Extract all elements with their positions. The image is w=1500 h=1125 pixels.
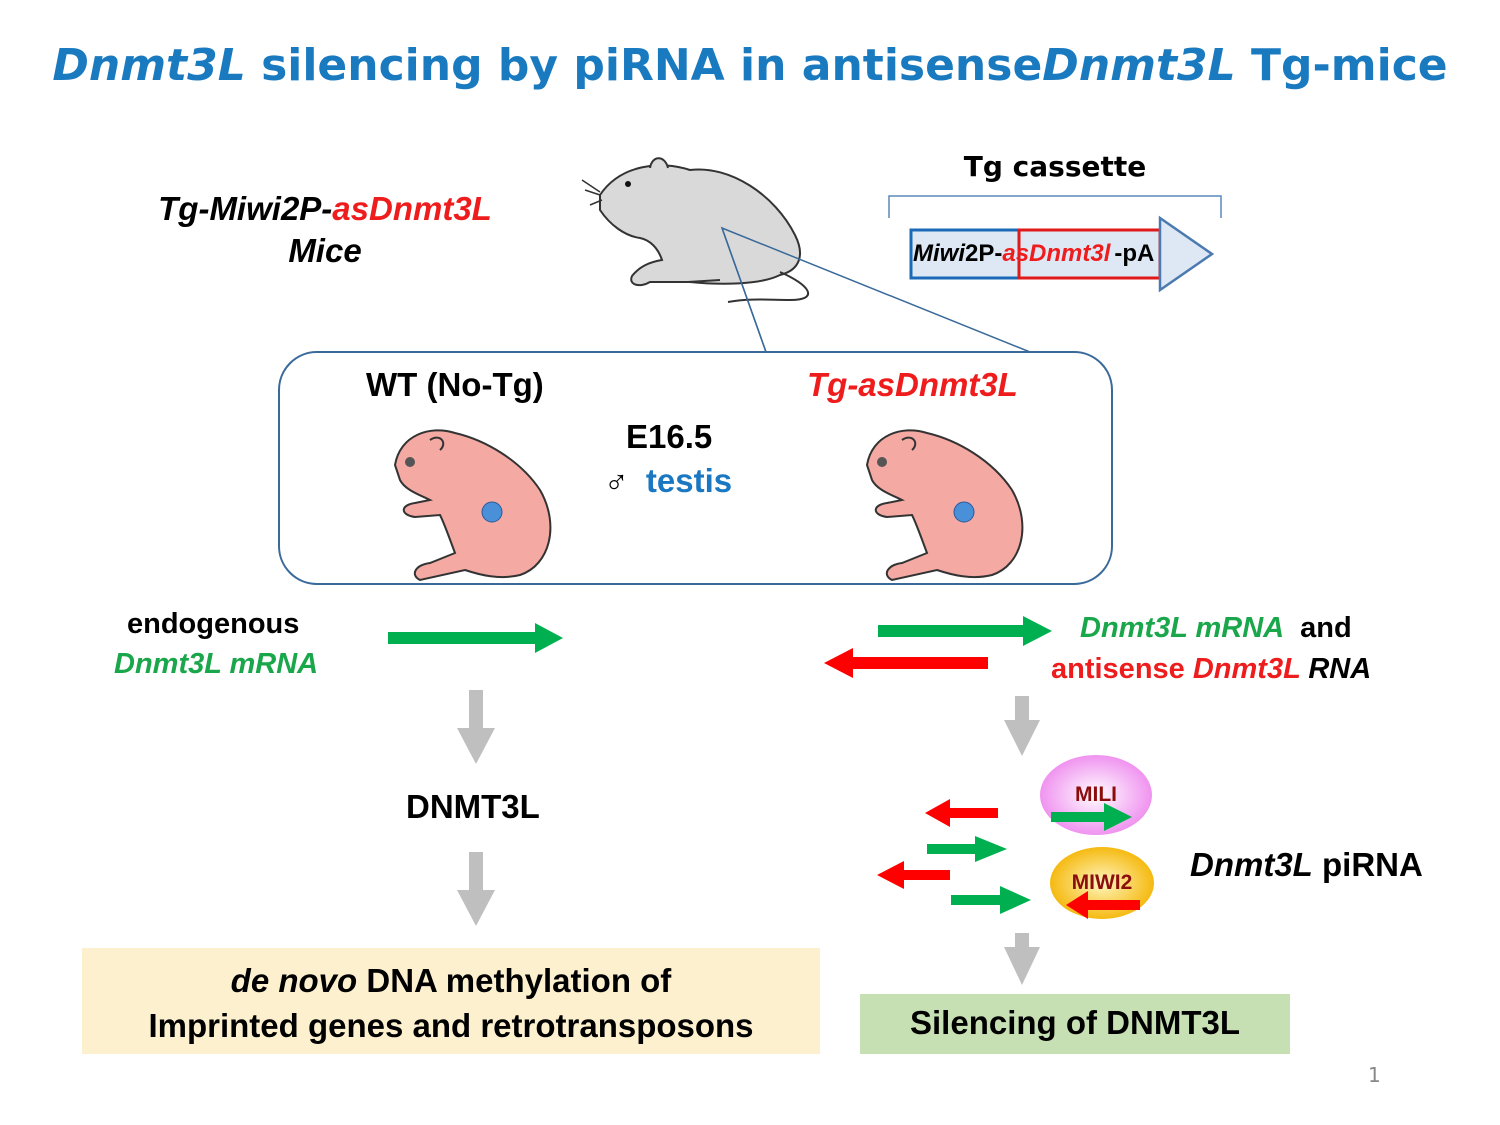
wt-label: WT (No-Tg): [366, 366, 544, 403]
antisense-label: antisense: [1051, 653, 1193, 685]
methylation-text: DNA methylation of: [357, 962, 672, 999]
tissue-text: testis: [645, 462, 733, 499]
down-arrow-2: [457, 852, 495, 926]
promoter-italic: Miwi: [913, 240, 965, 267]
rna-label: RNA: [1300, 653, 1372, 685]
slide-title: Dnmt3L silencing by piRNA in antisenseDn…: [0, 40, 1500, 91]
sense-mrna-label: Dnmt3L mRNA: [1080, 612, 1285, 644]
silencing-outcome-box: Silencing of DNMT3L: [860, 994, 1290, 1054]
title-text-2: Tg-mice: [1235, 40, 1448, 91]
down-arrow-1: [457, 690, 495, 764]
title-gene-2: Dnmt3L: [1042, 40, 1236, 91]
mouse-strain-label: Tg-Miwi2P-asDnmt3L Mice: [120, 188, 530, 272]
tg-label: Tg-asDnmt3L: [807, 366, 1018, 403]
methylation-outcome-box: de novo DNA methylation of Imprinted gen…: [82, 948, 820, 1054]
right-rna-label-line2: antisense Dnmt3L RNA: [1051, 653, 1371, 686]
protein-label: DNMT3L: [406, 788, 540, 825]
down-arrow-3: [1004, 696, 1040, 756]
wt-embryo-icon: [393, 429, 552, 582]
polya-arrow: [1158, 215, 1215, 293]
de-novo-text: de novo: [230, 962, 358, 999]
pirna-gene: Dnmt3L: [1190, 846, 1313, 883]
polya-label: -pA: [1114, 240, 1155, 267]
tissue-label: ♂ testis: [604, 462, 732, 500]
strain-suffix: Mice: [288, 232, 362, 269]
mili-label: MILI: [1075, 783, 1117, 806]
pirna-text: piRNA: [1312, 846, 1423, 883]
pirna-label: Dnmt3L piRNA: [1190, 846, 1423, 884]
silencing-text: Silencing of DNMT3L: [910, 1004, 1240, 1041]
strain-prefix: Tg-Miwi2P-: [158, 190, 333, 227]
strain-transgene: asDnmt3L: [332, 190, 492, 227]
insert-label: asDnmt3l: [1002, 240, 1111, 267]
title-gene: Dnmt3L: [52, 40, 246, 91]
page-number: 1: [1368, 1063, 1381, 1087]
sense-arrow-left: [388, 623, 563, 653]
targets-text: Imprinted genes and retrotransposons: [148, 1007, 754, 1044]
antisense-arrow-right: [824, 648, 988, 678]
miwi2-label: MIWI2: [1071, 871, 1133, 894]
sense-arrow-right: [878, 616, 1052, 646]
down-arrow-4: [1004, 933, 1040, 985]
cassette-bracket: [888, 195, 1222, 218]
tg-embryo-icon: [865, 429, 1024, 582]
title-text: silencing by piRNA in antisense: [245, 40, 1043, 91]
cassette-text: Miwi2P-asDnmt3l-pA: [913, 240, 1154, 268]
endogenous-label: endogenous: [127, 608, 300, 640]
right-rna-label-line1: Dnmt3L mRNA and: [1080, 612, 1352, 645]
male-symbol-icon: ♂: [604, 462, 629, 499]
promoter-box: [909, 228, 1021, 280]
cassette-title: Tg cassette: [963, 150, 1147, 183]
endogenous-mrna-label: Dnmt3L mRNA: [114, 648, 319, 680]
and-label: and: [1300, 612, 1352, 644]
stage-label: E16.5: [626, 418, 713, 455]
adult-mouse-icon: [581, 157, 810, 303]
antisense-gene-label: Dnmt3L: [1192, 653, 1301, 685]
pirna-arrows: [877, 799, 1140, 919]
promoter-rest: 2P-: [965, 240, 1003, 267]
